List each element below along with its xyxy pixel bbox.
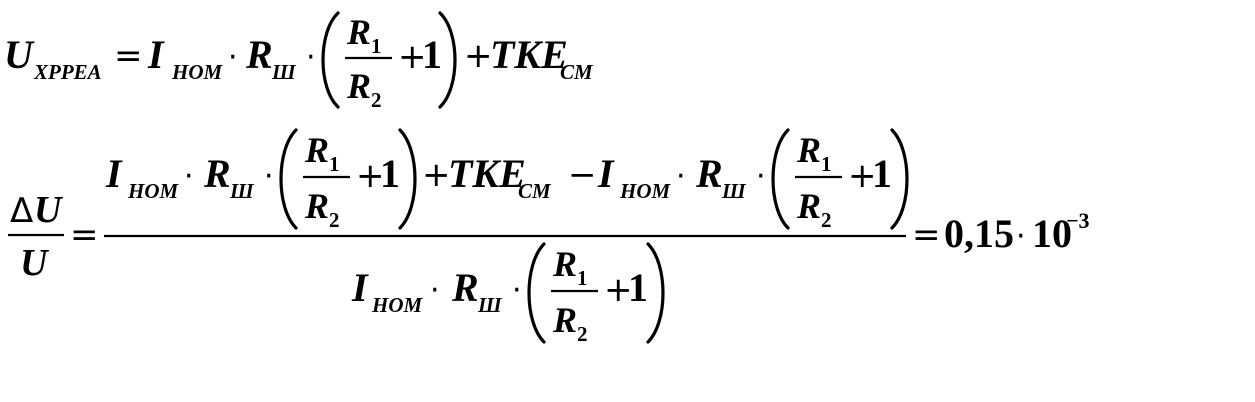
lhs-u-subscript: XPPEA — [33, 60, 102, 84]
den-dot-2: · — [512, 273, 522, 308]
num-plus-1: + — [356, 156, 385, 196]
den-i-nom-subscript: HOM — [371, 293, 424, 317]
frac-num-r: R — [346, 12, 371, 52]
num-frac2-num-sub: 1 — [821, 152, 832, 176]
r-sh-subscript: Ш — [271, 60, 297, 84]
left-paren-1 — [321, 11, 340, 109]
den-frac-num-r: R — [552, 244, 577, 284]
den-left-paren — [527, 242, 546, 344]
i-nom-i: I — [147, 32, 165, 77]
tke-subscript: CM — [560, 60, 594, 84]
num-frac1-den-sub: 2 — [329, 208, 340, 232]
num-minus: − — [568, 155, 597, 195]
result-ten: 10 — [1032, 211, 1072, 256]
den-plus: + — [604, 270, 633, 310]
frac-num-sub: 1 — [371, 34, 382, 58]
num-dot-1: · — [184, 159, 194, 194]
tke: TKE — [490, 32, 568, 77]
plus-2: + — [464, 36, 493, 76]
equals-sign-2: = — [70, 215, 99, 255]
num-frac1-num-sub: 1 — [329, 152, 340, 176]
right-paren-1 — [438, 11, 457, 109]
result-value: 0,15 — [944, 211, 1014, 256]
num-plus-2: + — [422, 155, 451, 195]
result-dot: · — [1016, 219, 1026, 254]
num-frac2-num-r: R — [796, 130, 821, 170]
num-one-2: 1 — [872, 151, 892, 196]
one-1: 1 — [422, 32, 442, 77]
lhs-den-u: U — [20, 242, 50, 284]
frac-den-r: R — [346, 66, 371, 106]
num-plus-3: + — [848, 156, 877, 196]
num-right-paren-1 — [398, 128, 417, 230]
frac-den-sub: 2 — [371, 88, 382, 112]
num-dot-3: · — [676, 159, 686, 194]
num-frac1-den-r: R — [304, 186, 329, 226]
delta-u: U — [34, 189, 64, 231]
num-frac2-den-sub: 2 — [821, 208, 832, 232]
num-r-sh-r: R — [203, 151, 231, 196]
den-frac-num-sub: 1 — [577, 266, 588, 290]
r-sh-r: R — [245, 32, 273, 77]
num-i-nom-subscript: HOM — [127, 179, 180, 203]
num-left-paren-2 — [771, 128, 790, 230]
equals-sign-1: = — [114, 36, 143, 76]
i-nom-subscript: HOM — [171, 60, 224, 84]
num-frac2-den-r: R — [796, 186, 821, 226]
num-dot-4: · — [756, 159, 766, 194]
num-i-nom-i-2: I — [597, 151, 615, 196]
num-tke: TKE — [448, 151, 526, 196]
dot-2: · — [306, 40, 316, 75]
num-left-paren-1 — [279, 128, 298, 230]
plus-1: + — [398, 37, 427, 77]
delta-symbol: Δ — [10, 191, 33, 231]
den-one: 1 — [628, 265, 648, 310]
num-i-nom-i: I — [105, 151, 123, 196]
num-dot-2: · — [264, 159, 274, 194]
num-r-sh-subscript-2: Ш — [721, 179, 747, 203]
dot-1: · — [228, 40, 238, 75]
num-frac1-num-r: R — [304, 130, 329, 170]
den-dot-1: · — [430, 273, 440, 308]
den-frac-den-r: R — [552, 300, 577, 340]
main-denominator: I HOM · R Ш · R 1 R 2 + 1 — [351, 242, 665, 346]
lhs-u: U — [4, 32, 35, 77]
den-frac-den-sub: 2 — [577, 322, 588, 346]
den-r-sh-subscript: Ш — [477, 293, 503, 317]
den-i-nom-i: I — [351, 265, 369, 310]
num-r-sh-r-2: R — [695, 151, 723, 196]
formula-1: U XPPEA = I HOM · R Ш · R 1 R 2 + 1 + TK… — [4, 11, 594, 112]
num-tke-subscript: CM — [518, 179, 552, 203]
num-one-1: 1 — [380, 151, 400, 196]
num-i-nom-subscript-2: HOM — [619, 179, 672, 203]
num-right-paren-2 — [890, 128, 909, 230]
equals-sign-3: = — [912, 215, 941, 255]
formula-2: Δ U U = I HOM · R Ш · R 1 R 2 + 1 + TKE … — [8, 128, 1090, 346]
num-r-sh-subscript: Ш — [229, 179, 255, 203]
den-right-paren — [646, 242, 665, 344]
result-exponent: −3 — [1066, 208, 1090, 233]
den-r-sh-r: R — [451, 265, 479, 310]
main-numerator: I HOM · R Ш · R 1 R 2 + 1 + TKE CM − I H… — [105, 128, 909, 232]
